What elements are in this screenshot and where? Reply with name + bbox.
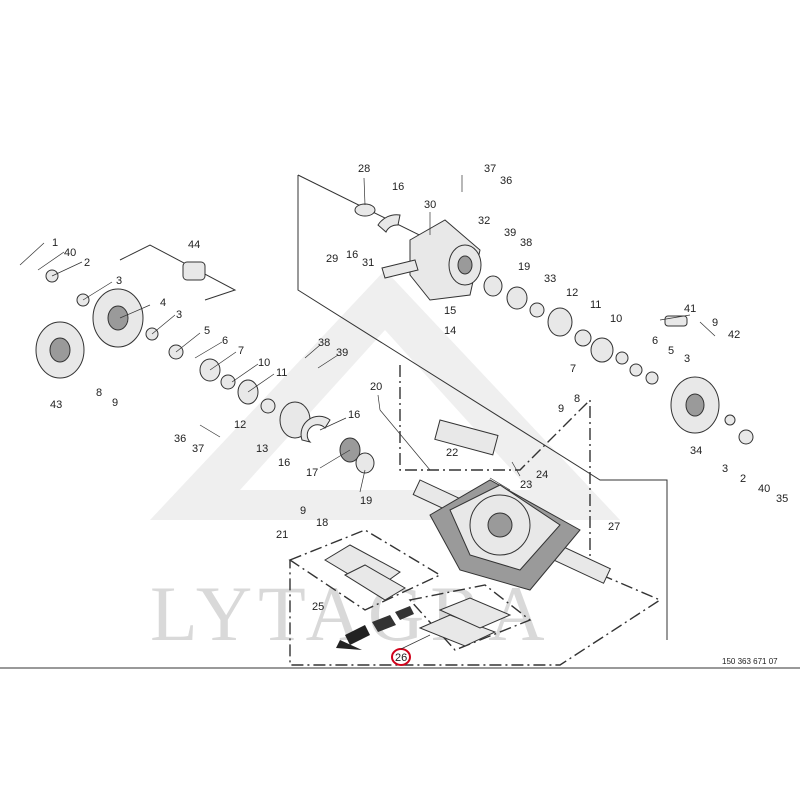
gearbox — [354, 203, 482, 301]
callout-33: 33 — [544, 273, 556, 285]
callout-27: 27 — [608, 521, 620, 533]
callout-9: 9 — [712, 317, 718, 329]
callout-7: 7 — [570, 363, 576, 375]
callout-11: 11 — [590, 299, 601, 311]
callout-32: 32 — [478, 215, 490, 227]
callout-37: 37 — [484, 163, 496, 175]
callout-8: 8 — [574, 393, 580, 405]
callout-42: 42 — [728, 329, 740, 341]
callout-16: 16 — [348, 409, 360, 421]
callout-34: 34 — [690, 445, 702, 457]
callout-3: 3 — [176, 309, 182, 321]
callout-40: 40 — [758, 483, 770, 495]
callout-15: 15 — [444, 305, 456, 317]
callout-16: 16 — [392, 181, 404, 193]
callout-12: 12 — [234, 419, 246, 431]
callout-24: 24 — [536, 469, 548, 481]
callout-9: 9 — [300, 505, 306, 517]
callout-39: 39 — [336, 347, 348, 359]
callout-2: 2 — [84, 257, 90, 269]
drawing-reference: 150 363 671 07 — [722, 657, 778, 666]
callout-1: 1 — [52, 237, 58, 249]
callout-41: 41 — [684, 303, 696, 315]
callout-20: 20 — [370, 381, 382, 393]
callout-36: 36 — [500, 175, 512, 187]
callout-40: 40 — [64, 247, 76, 259]
leader-lines — [19, 175, 716, 493]
callout-38: 38 — [318, 337, 330, 349]
callout-37: 37 — [192, 443, 204, 455]
right-pulley-group — [483, 275, 754, 445]
callout-30: 30 — [424, 199, 436, 211]
callout-18: 18 — [316, 517, 328, 529]
callout-31: 31 — [362, 257, 374, 269]
callout-7: 7 — [238, 345, 244, 357]
callout-36: 36 — [174, 433, 186, 445]
callout-6: 6 — [222, 335, 228, 347]
callouts: 1 40 2 3 4 43 44 3 5 6 7 10 11 8 9 38 39… — [50, 163, 788, 613]
callout-10: 10 — [610, 313, 622, 325]
callout-29: 29 — [326, 253, 338, 265]
callout-23: 23 — [520, 479, 532, 491]
callout-39: 39 — [504, 227, 516, 239]
callout-16: 16 — [346, 249, 358, 261]
callout-3: 3 — [722, 463, 728, 475]
callout-28: 28 — [358, 163, 370, 175]
callout-6: 6 — [652, 335, 658, 347]
callout-19: 19 — [518, 261, 530, 273]
callout-9: 9 — [558, 403, 564, 415]
callout-4: 4 — [160, 297, 166, 309]
callout-11: 11 — [276, 367, 287, 379]
callout-16: 16 — [278, 457, 290, 469]
callout-25: 25 — [312, 601, 324, 613]
callout-5: 5 — [204, 325, 210, 337]
callout-17: 17 — [306, 467, 318, 479]
callout-22: 22 — [446, 447, 458, 459]
callout-21: 21 — [276, 529, 288, 541]
callout-19: 19 — [360, 495, 372, 507]
callout-26: 26 — [395, 652, 407, 664]
callout-5: 5 — [668, 345, 674, 357]
callout-3: 3 — [116, 275, 122, 287]
callout-14: 14 — [444, 325, 456, 337]
highlighted-callout-26: 26 — [391, 634, 431, 666]
callout-43: 43 — [50, 399, 62, 411]
callout-13: 13 — [256, 443, 268, 455]
callout-2: 2 — [740, 473, 746, 485]
callout-35: 35 — [776, 493, 788, 505]
callout-38: 38 — [520, 237, 532, 249]
callout-12: 12 — [566, 287, 578, 299]
callout-9: 9 — [112, 397, 118, 409]
callout-44: 44 — [188, 239, 200, 251]
knife-box — [288, 529, 532, 651]
rotor-assembly — [412, 419, 611, 591]
callout-8: 8 — [96, 387, 102, 399]
left-pulley-group — [35, 261, 375, 474]
callout-10: 10 — [258, 357, 270, 369]
callout-3: 3 — [684, 353, 690, 365]
